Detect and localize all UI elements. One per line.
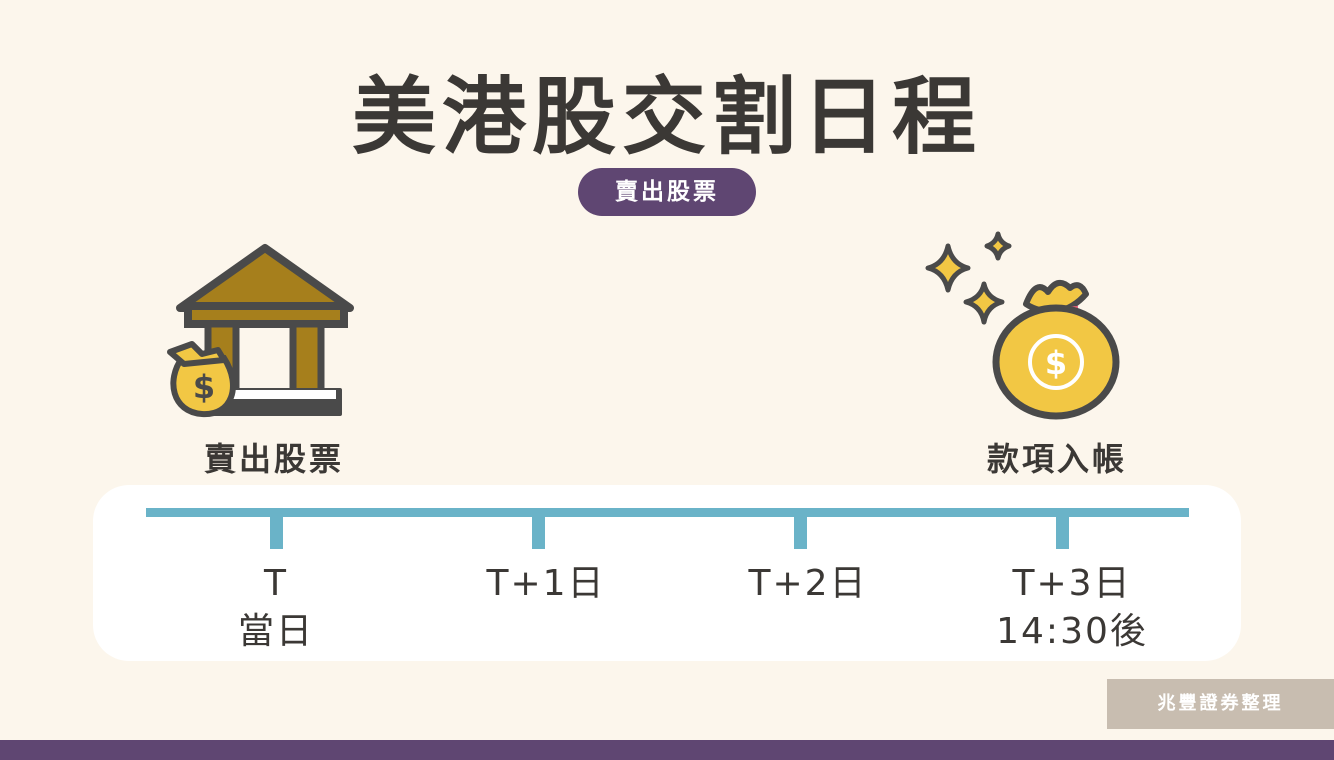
- timeline-label-line1: T+2日: [748, 563, 868, 604]
- timeline-label-t1: T+1日: [446, 560, 646, 608]
- timeline-axis: [146, 508, 1189, 517]
- timeline-label-t2: T+2日: [708, 560, 908, 608]
- timeline-label-line2: 當日: [237, 611, 314, 652]
- bank-icon: $: [167, 244, 354, 418]
- timeline-tick: [1056, 512, 1069, 549]
- timeline-label-t3: T+3日 14:30後: [972, 560, 1172, 656]
- source-credit: 兆豐證券整理: [1107, 679, 1334, 729]
- svg-text:$: $: [1045, 344, 1067, 382]
- timeline-label-line1: T+1日: [486, 563, 606, 604]
- page-title: 美港股交割日程: [351, 68, 982, 166]
- sparkle-icon: [925, 231, 1012, 325]
- timeline-label-line2: 14:30後: [996, 611, 1148, 652]
- money-bag-icon: $: [167, 341, 236, 418]
- subtitle-badge: 賣出股票: [578, 168, 756, 216]
- event-start-label: 賣出股票: [203, 440, 344, 478]
- timeline-label-t: T 當日: [176, 560, 376, 656]
- money-bag-icon: $: [925, 231, 1120, 420]
- timeline-tick: [270, 512, 283, 549]
- timeline-label-line1: T: [264, 563, 288, 604]
- timeline-label-line1: T+3日: [1012, 563, 1132, 604]
- timeline-tick: [532, 512, 545, 549]
- event-end-label: 款項入帳: [986, 440, 1127, 478]
- timeline-tick: [794, 512, 807, 549]
- svg-text:$: $: [193, 368, 215, 406]
- footer-bar: [0, 740, 1334, 760]
